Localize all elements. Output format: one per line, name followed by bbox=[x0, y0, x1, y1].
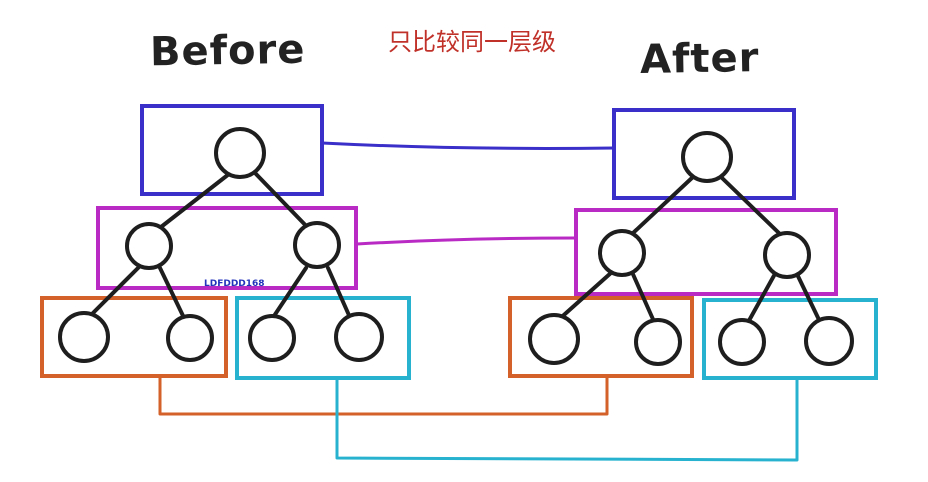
after-label: After bbox=[639, 34, 760, 84]
before-root-node bbox=[214, 127, 266, 179]
level2-link bbox=[356, 236, 577, 246]
before-leaf-node bbox=[58, 311, 110, 363]
after-leaf-node bbox=[528, 313, 580, 365]
after-edge bbox=[718, 174, 784, 238]
before-edge bbox=[326, 266, 354, 324]
level1-link bbox=[321, 141, 615, 150]
before-level2-node bbox=[293, 221, 341, 269]
left-subtree-link bbox=[158, 376, 609, 416]
before-left-leaf-box bbox=[40, 296, 228, 378]
after-level2-box bbox=[574, 208, 838, 296]
after-left-leaf-box bbox=[508, 296, 694, 378]
before-level2-node bbox=[125, 222, 173, 270]
after-root-node bbox=[681, 131, 733, 183]
caption-title: 只比较同一层级 bbox=[388, 28, 556, 56]
before-right-leaf-box bbox=[235, 296, 411, 380]
after-leaf-node bbox=[718, 318, 766, 366]
after-right-leaf-box bbox=[702, 298, 878, 380]
after-level2-node bbox=[598, 229, 646, 277]
before-edge bbox=[150, 172, 231, 236]
after-leaf-node bbox=[804, 316, 854, 366]
after-edge bbox=[744, 270, 778, 328]
before-edge bbox=[254, 172, 316, 236]
before-edge bbox=[84, 264, 142, 322]
before-edge bbox=[158, 266, 188, 324]
after-edge bbox=[630, 270, 658, 328]
before-level1-box bbox=[140, 104, 324, 196]
after-edge bbox=[554, 270, 614, 324]
after-edge bbox=[630, 174, 696, 236]
watermark-text: LDFDDD168 bbox=[204, 279, 265, 289]
before-label: Before bbox=[149, 26, 306, 76]
before-leaf-node bbox=[166, 314, 214, 362]
after-edge bbox=[794, 270, 824, 328]
before-leaf-node bbox=[248, 314, 296, 362]
after-leaf-node bbox=[634, 318, 682, 366]
before-level2-box bbox=[96, 206, 358, 290]
after-level2-node bbox=[763, 231, 811, 279]
before-leaf-node bbox=[334, 312, 384, 362]
right-subtree-link bbox=[335, 378, 799, 462]
after-level1-box bbox=[612, 108, 796, 200]
before-edge bbox=[268, 266, 308, 324]
